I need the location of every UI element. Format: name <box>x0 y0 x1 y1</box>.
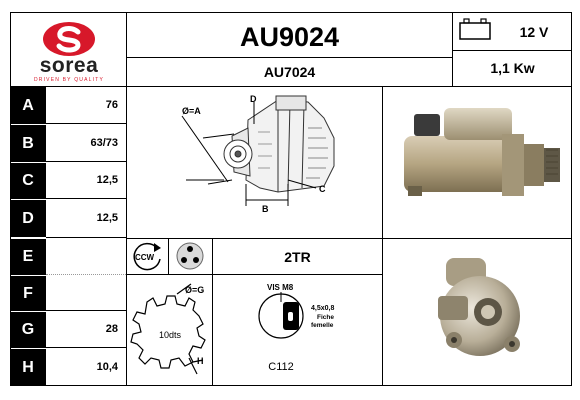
sheet-frame <box>10 12 572 386</box>
starter-photo-side <box>384 88 570 236</box>
rotation-label: CCW <box>135 253 155 262</box>
icon-split-1 <box>168 238 169 274</box>
label-h: H <box>197 356 204 366</box>
row-label-f: F <box>10 276 46 311</box>
brand-tagline: DRIVEN BY QUALITY <box>33 77 105 83</box>
row-label-b: B <box>10 125 46 162</box>
row-value-f <box>46 275 126 311</box>
mount-holes-icon <box>176 242 204 270</box>
label-b: B <box>262 204 269 214</box>
connector-drawing: VIS M8 4,5x0,8 Fiche femelle C112 <box>213 276 381 384</box>
gear-teeth-count: 10dts <box>159 330 182 340</box>
main-code-cell: AU9024 <box>127 12 452 57</box>
spec-divider <box>452 12 453 87</box>
body-divider-middle <box>126 238 572 239</box>
terminal-type-2: femelle <box>311 322 334 329</box>
row-value-a: 76 <box>46 87 126 124</box>
mount-icon-cell <box>169 239 212 274</box>
brand-name: sorea <box>39 54 99 77</box>
sorea-logo-icon <box>43 22 95 56</box>
row-value-e <box>46 238 126 275</box>
row-label-a: A <box>10 87 46 124</box>
logo-divider <box>126 12 127 87</box>
row-label-d: D <box>10 200 46 237</box>
label-phi-a: Ø=A <box>182 106 201 116</box>
pinion-drawing: Ø=G 10dts H <box>127 276 211 384</box>
icon-split-2 <box>212 238 213 386</box>
terminal-size: 4,5x0,8 <box>311 305 334 312</box>
mount-code: 2TR <box>284 249 311 265</box>
body-divider-mid <box>382 86 383 386</box>
ccw-rotation-icon: CCW <box>133 242 161 271</box>
spec-row-divider <box>452 50 572 51</box>
icon-row-divider <box>126 274 382 275</box>
sub-code: AU7024 <box>263 64 316 80</box>
row-value-b: 63/73 <box>46 124 126 162</box>
terminal-connector-icon: VIS M8 4,5x0,8 Fiche femelle C112 <box>258 283 334 373</box>
row-value-h: 10,4 <box>96 361 118 373</box>
main-code: AU9024 <box>239 22 340 52</box>
starter-front-photo-icon <box>438 258 520 356</box>
label-d: D <box>250 94 257 104</box>
starter-photo-icon <box>404 108 560 196</box>
battery-icon <box>459 18 491 40</box>
code-divider <box>126 57 452 58</box>
voltage-value: 12 V <box>519 24 549 40</box>
brand-logo: sorea DRIVEN BY QUALITY <box>14 14 124 84</box>
connector-screw: VIS M8 <box>267 283 294 292</box>
starter-outline-icon: Ø=A D C B <box>181 94 335 214</box>
row-label-h: H <box>10 349 46 386</box>
starter-photo-front <box>384 240 570 384</box>
label-c: C <box>319 184 326 194</box>
row-value-c: 12,5 <box>46 162 126 199</box>
pinion-gear-icon: Ø=G 10dts H <box>130 283 206 375</box>
row-value-g: 28 <box>46 311 126 348</box>
row-label-c: C <box>10 163 46 199</box>
header-divider <box>10 86 572 87</box>
connector-code: C112 <box>268 361 293 373</box>
power-value: 1,1 Kw <box>490 60 535 76</box>
row-label-e: E <box>10 239 46 275</box>
row-value-d: 12,5 <box>46 199 126 238</box>
terminal-type-1: Fiche <box>317 314 334 321</box>
row-label-g: G <box>10 312 46 348</box>
starter-dimension-drawing: Ø=A D C B <box>128 88 380 236</box>
rotation-cell: CCW <box>127 239 168 274</box>
label-phi-g: Ø=G <box>185 285 204 295</box>
body-divider-left <box>126 86 127 386</box>
sub-code-cell: AU7024 <box>127 58 452 86</box>
